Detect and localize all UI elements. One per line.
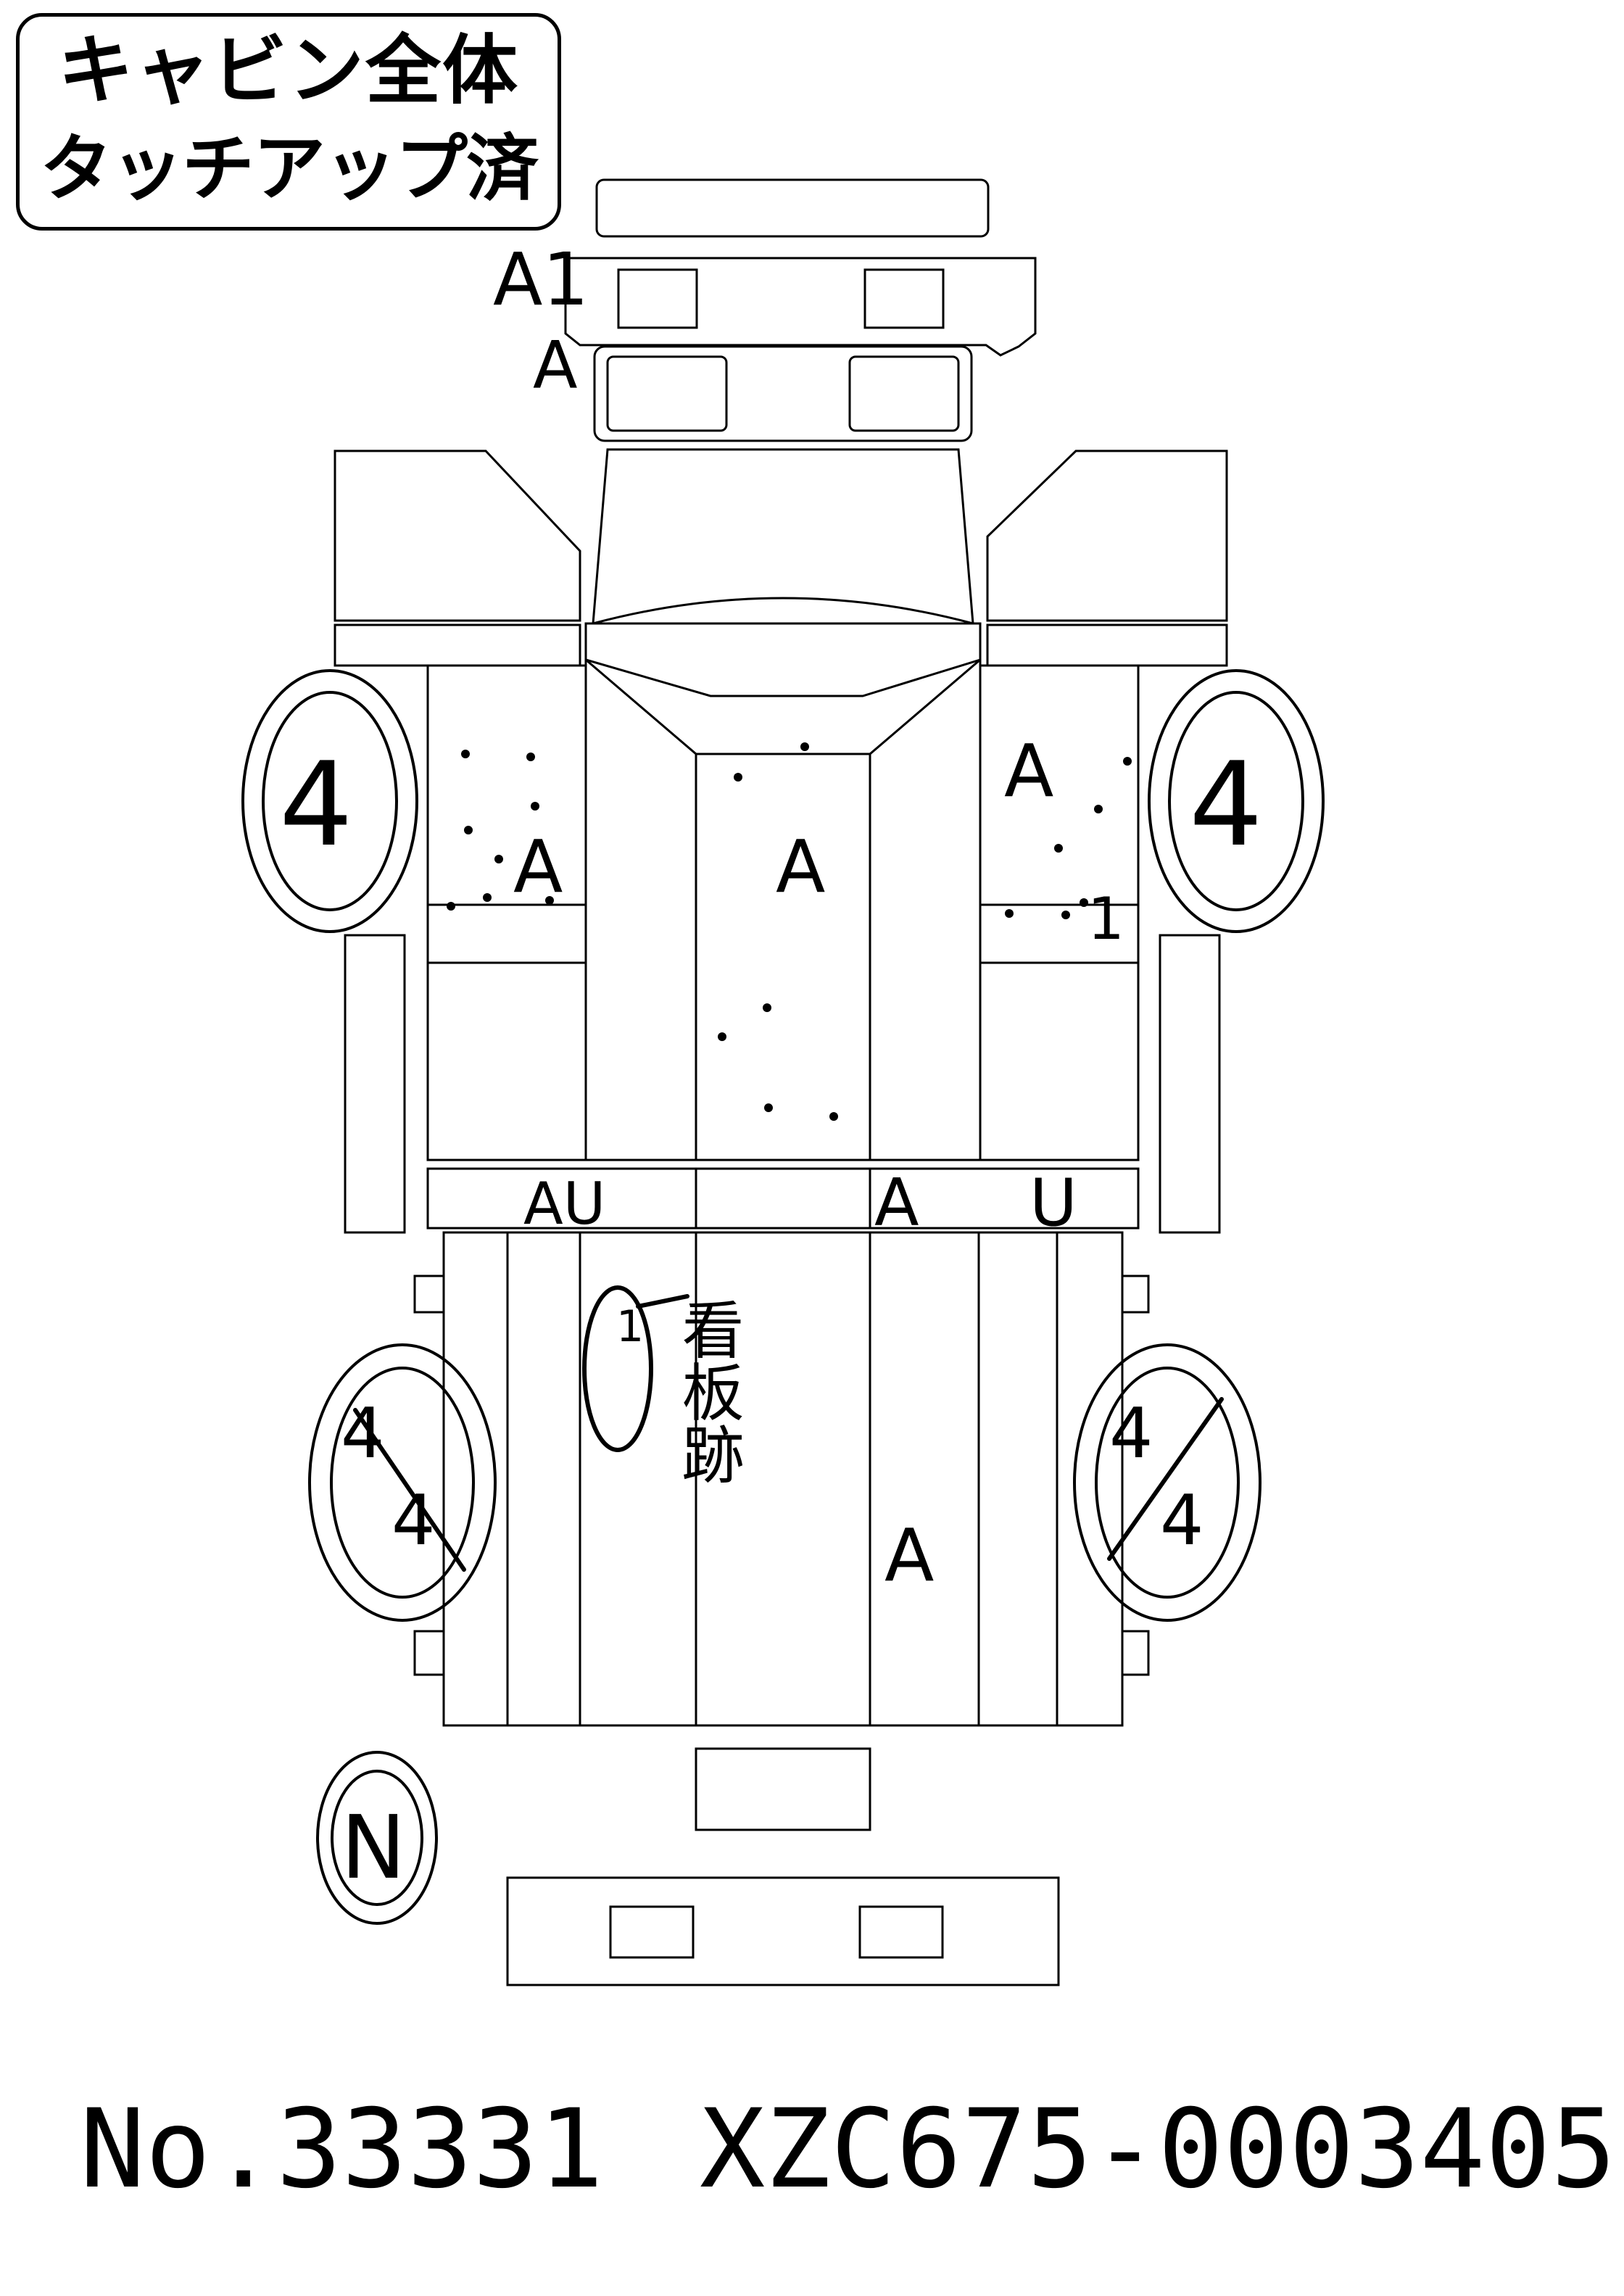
stamp-line-1: キャビン全体 [57, 26, 519, 115]
cab-top [584, 622, 982, 697]
sill-band [426, 1167, 1140, 1230]
stamp-line-2: タッチアップ済 [40, 126, 539, 211]
right-door-band [986, 623, 1228, 667]
left-step [426, 903, 587, 964]
note-rear-right-tire-bottom: 4 [1160, 1481, 1204, 1561]
tire-front-left [241, 669, 418, 933]
note-front-bumper: A1 [493, 237, 589, 322]
cab-left-pillar [584, 657, 697, 1161]
rear-lamp-right [858, 1905, 944, 1959]
note-rear-right-tire-top: 4 [1109, 1394, 1153, 1474]
windshield-line [592, 597, 974, 625]
left-door-upper [334, 449, 581, 622]
front-right-lamp [863, 268, 945, 329]
touchup-stamp: キャビン全体 タッチアップ済 [16, 13, 561, 231]
tire-rear-right [1073, 1343, 1262, 1622]
note-front-left-tire: 4 [279, 737, 353, 872]
note-front-right-tire: 4 [1189, 737, 1263, 872]
rear-bumper [506, 1876, 1060, 1986]
headlight-right [848, 355, 960, 432]
note-right-door-top: A [1004, 729, 1053, 813]
cab-right-pillar [869, 657, 982, 1161]
front-bumper [595, 178, 990, 238]
rear-lamp-left [609, 1905, 695, 1959]
hand-strokes [353, 1285, 1224, 1572]
note-left-door: A [513, 824, 563, 909]
left-rear-cab [426, 961, 587, 1161]
tires [241, 669, 1325, 1925]
note-right-door-bottom: 1 [1088, 885, 1124, 953]
note-sill-left: AU [523, 1170, 605, 1238]
handwritten-annotations: A1 A A A A 1 4 4 AU A U 4 4 4 4 N A 1 看板… [279, 237, 1263, 1899]
note-sill-center: A [874, 1165, 919, 1241]
note-sill-right: U [1030, 1165, 1077, 1241]
grille [593, 345, 973, 442]
note-spare-tire: N [341, 1798, 406, 1899]
left-fuel-tank [344, 934, 406, 1234]
right-rear-cab [979, 961, 1140, 1161]
bed-bracket-rr [1122, 1630, 1150, 1676]
spare-tire [316, 1751, 438, 1925]
tailgate [695, 1747, 871, 1831]
headlight-left [606, 355, 728, 432]
note-grille: A [533, 328, 578, 404]
note-rear-left-tire-top: 4 [341, 1394, 384, 1474]
cab-roof-panel [695, 753, 871, 1161]
tire-front-right [1148, 669, 1325, 933]
note-bed-floor: A [884, 1513, 934, 1598]
bed-bracket-rl [413, 1630, 444, 1676]
bed-bracket-fr [1122, 1275, 1150, 1314]
note-cab-roof: A [776, 824, 825, 909]
cargo-bed [442, 1231, 1124, 1727]
chassis-number: XZC675-0003405 [700, 2086, 1617, 2213]
damage-dots [447, 742, 1132, 1121]
tire-rear-left [308, 1343, 497, 1622]
bed-bracket-fl [413, 1275, 444, 1314]
right-door-upper [986, 449, 1228, 622]
front-panel [564, 257, 1037, 357]
vehicle-outline [334, 178, 1228, 1986]
left-door-band [334, 623, 581, 667]
right-toolbox [1159, 934, 1221, 1234]
inspection-number: No.33331 [80, 2086, 604, 2213]
note-bed-text: 看板跡 [671, 1298, 743, 1485]
bed-marker-circle [582, 1285, 653, 1452]
front-left-lamp [617, 268, 698, 329]
